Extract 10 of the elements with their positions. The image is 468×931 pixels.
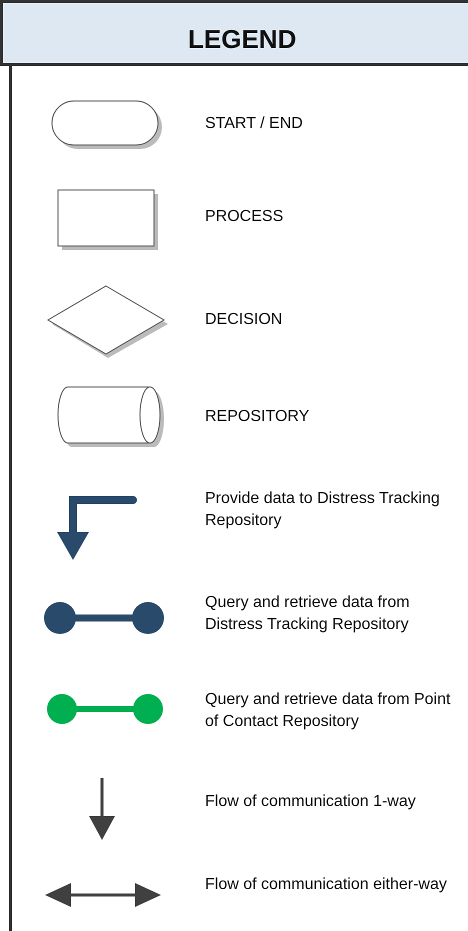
legend-text: Flow of communication either-way [205,875,448,895]
legend-text: Query and retrieve data from Point of Contact Repository [205,690,452,732]
legend-text: START / END [205,114,304,134]
legend-text: REPOSITORY [205,407,310,427]
legend-text: Provide data to Distress Tracking Repository [205,489,441,531]
legend-text: Query and retrieve data from Distress Tracking Repository [205,593,411,635]
legend-title: LEGEND [188,24,296,55]
legend-text: DECISION [205,310,284,330]
legend-text: PROCESS [205,207,284,227]
legend-text: Flow of communication 1-way [205,792,417,812]
